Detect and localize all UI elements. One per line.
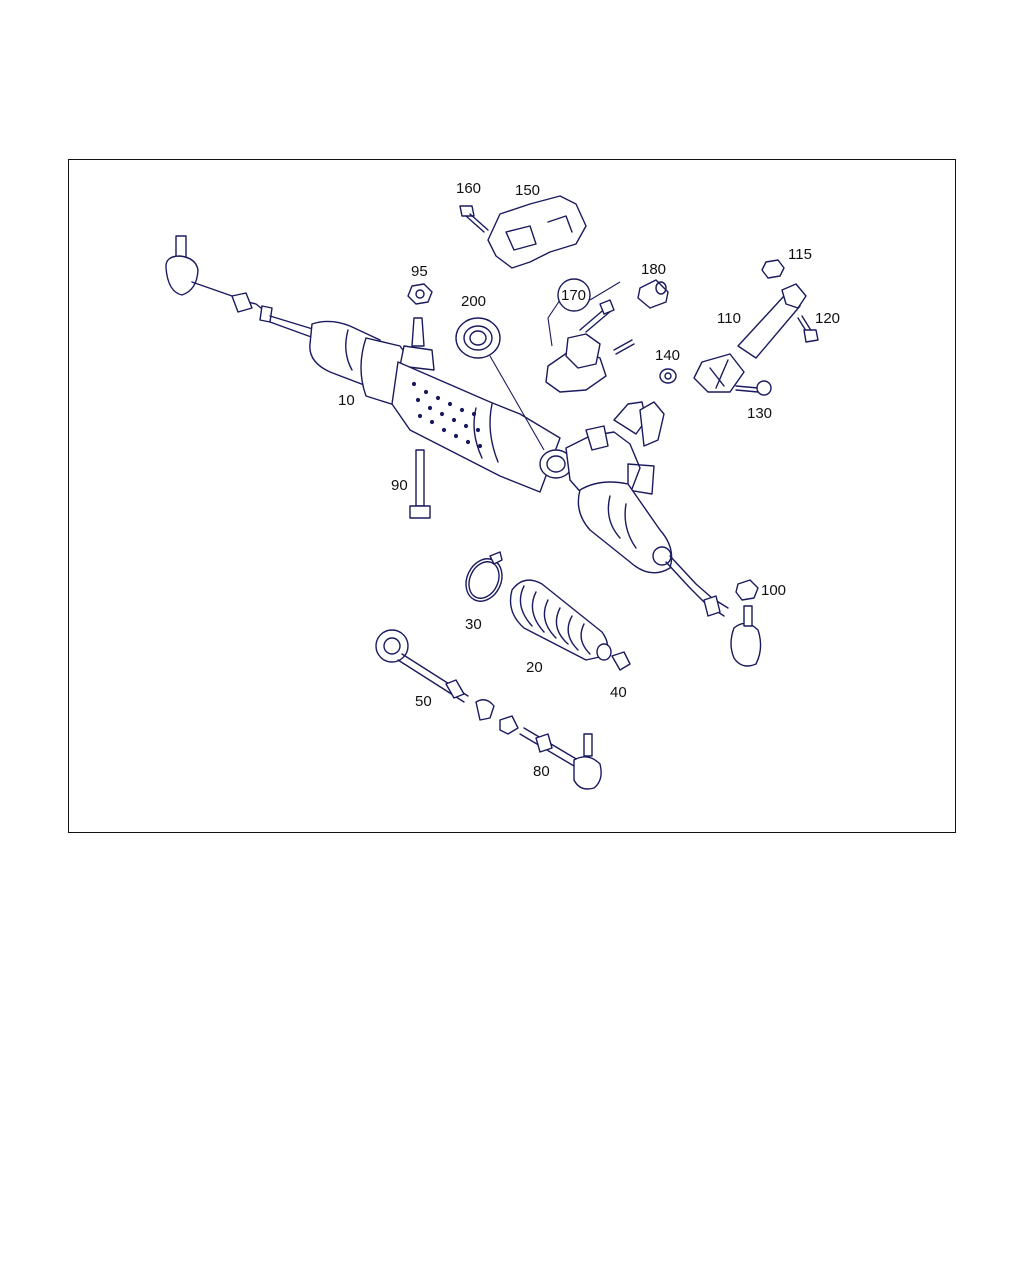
callout-80: 80 [533, 763, 550, 780]
callout-115: 115 [788, 246, 812, 263]
callout-200: 200 [461, 293, 486, 310]
callout-150: 150 [515, 182, 540, 199]
callout-50: 50 [415, 693, 432, 710]
callout-30: 30 [465, 616, 482, 633]
intermediate-shaft-110[interactable] [693, 283, 807, 393]
callout-170-circle [557, 278, 591, 312]
callout-160: 160 [456, 180, 481, 197]
callout-20: 20 [526, 659, 543, 676]
steering-rack-assembly[interactable] [165, 235, 762, 667]
bushing-180[interactable] [637, 279, 669, 309]
screw-160[interactable] [459, 205, 489, 233]
callout-130: 130 [747, 405, 772, 422]
callout-110: 110 [717, 310, 741, 327]
bellows-boot-20[interactable] [509, 579, 612, 661]
seal-ring-200[interactable] [455, 317, 545, 451]
callout-95: 95 [411, 263, 428, 280]
nut-115[interactable] [761, 259, 785, 279]
callout-90: 90 [391, 477, 408, 494]
callout-180: 180 [641, 261, 666, 278]
inner-tie-rod-50[interactable] [375, 629, 519, 735]
callout-120: 120 [815, 310, 840, 327]
motor-actuator-170[interactable] [545, 281, 635, 393]
bolt-130[interactable] [735, 380, 772, 396]
callout-40: 40 [610, 684, 627, 701]
callout-100: 100 [761, 582, 786, 599]
callout-140: 140 [655, 347, 680, 364]
bolt-120[interactable] [797, 315, 819, 343]
outer-tie-rod-end-80[interactable] [519, 727, 602, 790]
clamp-30[interactable] [459, 551, 508, 607]
callout-170: 170 [561, 287, 586, 304]
washer-140[interactable] [659, 368, 677, 384]
small-clamp-40[interactable] [611, 651, 631, 671]
nut-95[interactable] [407, 283, 433, 305]
diagram-frame [68, 159, 956, 833]
cover-plate-150[interactable] [487, 195, 587, 269]
callout-10: 10 [338, 392, 355, 409]
nut-100[interactable] [735, 579, 759, 601]
bolt-90[interactable] [409, 449, 431, 519]
